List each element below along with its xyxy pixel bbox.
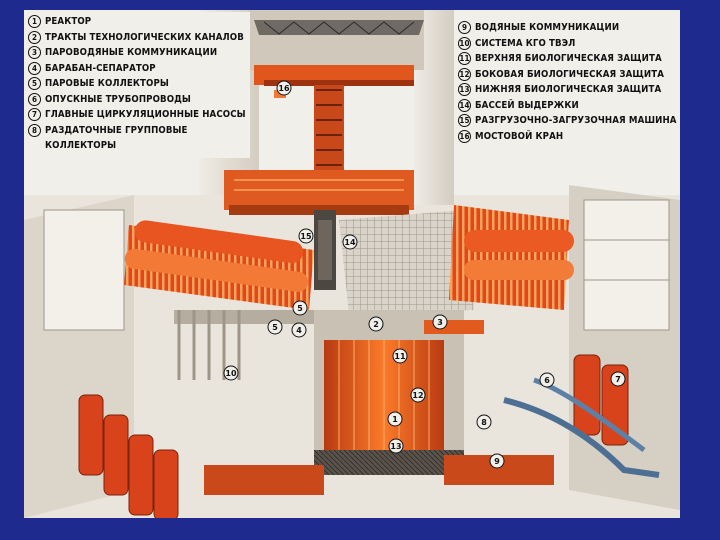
legend-label: ГЛАВНЫЕ ЦИРКУЛЯЦИОННЫЕ НАСОСЫ [45, 109, 246, 120]
left-steam-collectors [124, 220, 324, 380]
callout-7 [610, 371, 626, 387]
legend-label: РЕАКТОР [45, 16, 92, 27]
callout-13 [388, 438, 404, 454]
legend-item-12: 12 БОКОВАЯ БИОЛОГИЧЕСКАЯ ЗАЩИТА [458, 67, 677, 83]
legend-item-16: 16 МОСТОВОЙ КРАН [458, 129, 677, 145]
callout-9-text: 9 [494, 457, 500, 466]
callout-8-text: 8 [481, 418, 487, 427]
callout-6-text: 6 [544, 376, 550, 385]
callout-12 [410, 387, 426, 403]
refuelling-machine [224, 170, 414, 290]
legend-number: 5 [28, 77, 41, 90]
legend-number: 12 [458, 67, 471, 81]
callout-16-text: 16 [278, 84, 290, 93]
legend-number: 15 [458, 114, 471, 127]
legend-number: 10 [458, 36, 471, 50]
callout-4 [291, 322, 307, 338]
legend-label: ВОДЯНЫЕ КОММУНИКАЦИИ [475, 22, 620, 33]
legend-label: БАССЕЙ ВЫДЕРЖКИ [475, 99, 579, 111]
spent-fuel-pool [339, 210, 474, 315]
callout-16 [276, 80, 292, 96]
callout-9 [489, 453, 505, 469]
legend-number: 3 [28, 46, 41, 59]
legend-item-2: 2 ТРАКТЫ ТЕХНОЛОГИЧЕСКИХ КАНАЛОВ [28, 30, 246, 46]
callout-13-text: 13 [390, 442, 401, 451]
legend-label: НИЖНЯЯ БИОЛОГИЧЕСКАЯ ЗАЩИТА [475, 84, 662, 95]
legend-label: РАЗДАТОЧНЫЕ ГРУППОВЫЕ [45, 124, 188, 136]
callout-5b [267, 319, 283, 335]
callout-11 [392, 348, 408, 364]
callout-3-text: 3 [437, 318, 443, 327]
callout-15 [298, 228, 314, 244]
callout-5b-text: 5 [272, 323, 278, 332]
legend-label: ПАРОВОДЯНЫЕ КОММУНИКАЦИИ [45, 47, 218, 58]
legend-number: 14 [458, 98, 471, 112]
callout-2 [368, 316, 384, 332]
callout-11-text: 11 [394, 352, 406, 361]
legend-item-4: 4 БАРАБАН-СЕПАРАТОР [28, 61, 246, 77]
bridge-crane [254, 65, 414, 175]
legend-label: МОСТОВОЙ КРАН [475, 130, 564, 142]
callout-6 [539, 372, 555, 388]
diagram-frame: 16 15 14 5 5 4 2 3 11 10 6 7 12 [24, 10, 680, 518]
legend-item-7: 7 ГЛАВНЫЕ ЦИРКУЛЯЦИОННЫЕ НАСОСЫ [28, 107, 246, 123]
callout-3 [432, 314, 448, 330]
legend-label: СИСТЕМА КГО ТВЭЛ [475, 37, 576, 49]
callout-12-text: 12 [412, 391, 423, 400]
legend-number: 9 [458, 21, 471, 34]
legend-item-3: 3 ПАРОВОДЯНЫЕ КОММУНИКАЦИИ [28, 45, 246, 61]
legend-item-1: 1 РЕАКТОР [28, 14, 246, 30]
legend-item-9: 9 ВОДЯНЫЕ КОММУНИКАЦИИ [458, 20, 677, 36]
callout-1-text: 1 [392, 415, 398, 424]
legend-label: ВЕРХНЯЯ БИОЛОГИЧЕСКАЯ ЗАЩИТА [475, 53, 662, 64]
callout-4-text: 4 [296, 326, 302, 335]
legend-label: РАЗГРУЗОЧНО-ЗАГРУЗОЧНАЯ МАШИНА [475, 115, 677, 126]
legend-number: 7 [28, 108, 41, 121]
legend-item-13: 13 НИЖНЯЯ БИОЛОГИЧЕСКАЯ ЗАЩИТА [458, 82, 677, 98]
legend-right: 9 ВОДЯНЫЕ КОММУНИКАЦИИ 10 СИСТЕМА КГО ТВЭЛ… [454, 18, 680, 148]
legend-number: 13 [458, 83, 471, 96]
legend-item-8: 8 РАЗДАТОЧНЫЕ ГРУППОВЫЕ [28, 123, 246, 139]
main-circulation-pumps-left [78, 394, 179, 518]
legend-label-continued: КОЛЛЕКТОРЫ [45, 140, 117, 151]
legend-item-6: 6 ОПУСКНЫЕ ТРУБОПРОВОДЫ [28, 92, 246, 108]
legend-number: 2 [28, 30, 41, 44]
callout-14-text: 14 [344, 238, 356, 247]
legend-label: ПАРОВЫЕ КОЛЛЕКТОРЫ [45, 78, 169, 89]
right-steam-collectors [449, 205, 574, 310]
legend-item-5: 5 ПАРОВЫЕ КОЛЛЕКТОРЫ [28, 76, 246, 92]
callout-5a-text: 5 [297, 304, 303, 313]
legend-item-15: 15 РАЗГРУЗОЧНО-ЗАГРУЗОЧНАЯ МАШИНА [458, 113, 677, 129]
legend-label: ТРАКТЫ ТЕХНОЛОГИЧЕСКИХ КАНАЛОВ [45, 31, 244, 43]
legend-left: 1 РЕАКТОР 2 ТРАКТЫ ТЕХНОЛОГИЧЕСКИХ КАНАЛОВ… [26, 12, 250, 158]
reactor-core [314, 310, 484, 475]
legend-label: БАРАБАН-СЕПАРАТОР [45, 62, 156, 74]
callout-labels: 16 15 14 5 5 4 2 3 11 10 6 7 12 [223, 80, 626, 469]
callout-14 [342, 234, 358, 250]
legend-number: 8 [28, 123, 41, 137]
callout-15-text: 15 [300, 232, 312, 241]
legend-number: 4 [28, 61, 41, 75]
legend-label: ОПУСКНЫЕ ТРУБОПРОВОДЫ [45, 93, 191, 105]
callout-10 [223, 365, 239, 381]
callout-7-text: 7 [615, 375, 621, 384]
callout-8 [476, 414, 492, 430]
callout-1 [387, 411, 403, 427]
legend-item-11: 11 ВЕРХНЯЯ БИОЛОГИЧЕСКАЯ ЗАЩИТА [458, 51, 677, 67]
legend-number: 1 [28, 15, 41, 28]
callout-10-text: 10 [225, 369, 237, 378]
legend-number: 11 [458, 52, 471, 65]
legend-item-14: 14 БАССЕЙ ВЫДЕРЖКИ [458, 98, 677, 114]
legend-item-8-continued: КОЛЛЕКТОРЫ [28, 138, 246, 154]
legend-number: 16 [458, 129, 471, 143]
callout-5a [292, 300, 308, 316]
legend-number: 6 [28, 92, 41, 106]
legend-item-10: 10 СИСТЕМА КГО ТВЭЛ [458, 36, 677, 52]
legend-label: БОКОВАЯ БИОЛОГИЧЕСКАЯ ЗАЩИТА [475, 68, 665, 80]
callout-2-text: 2 [373, 320, 379, 329]
reactor-illustration: 16 15 14 5 5 4 2 3 11 10 6 7 12 [24, 10, 680, 518]
